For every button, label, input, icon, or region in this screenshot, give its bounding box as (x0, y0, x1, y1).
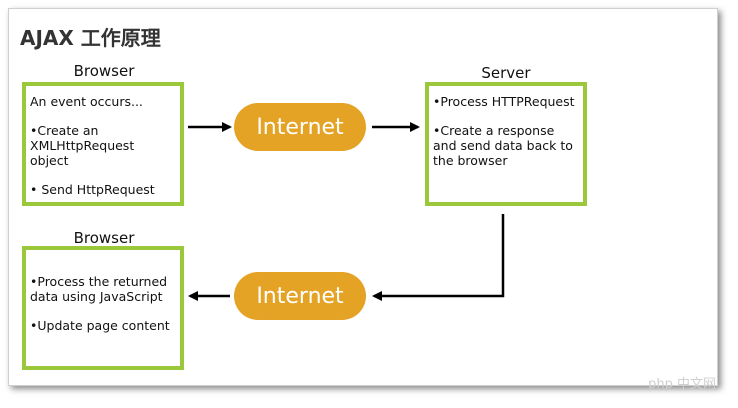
browser-bottom-line: •Update page content (30, 318, 170, 333)
server-line: •Create a response and send data back to… (433, 123, 573, 168)
diagram-title: AJAX 工作原理 (20, 26, 161, 50)
browser-top-line: • Send HttpRequest (30, 182, 155, 197)
browser-top-line: •Create an XMLHttpRequest object (30, 123, 135, 168)
arrow-server-to-internet (372, 214, 505, 301)
server-line: •Process HTTPRequest (433, 94, 575, 109)
browser-top-line: An event occurs... (30, 94, 143, 109)
internet-top-node: Internet (234, 103, 366, 151)
server-box: •Process HTTPRequest •Create a response … (425, 82, 587, 206)
browser-top-caption: Browser (73, 62, 135, 80)
server-caption: Server (481, 64, 531, 82)
browser-bottom-caption: Browser (73, 229, 135, 247)
browser-top-box: An event occurs... •Create an XMLHttpReq… (22, 82, 184, 206)
internet-bottom-node: Internet (234, 272, 366, 320)
browser-bottom-box: •Process the returned data using JavaScr… (22, 246, 184, 370)
watermark: php 中文网 (648, 377, 716, 392)
browser-bottom-line: •Process the returned data using JavaScr… (30, 274, 168, 304)
